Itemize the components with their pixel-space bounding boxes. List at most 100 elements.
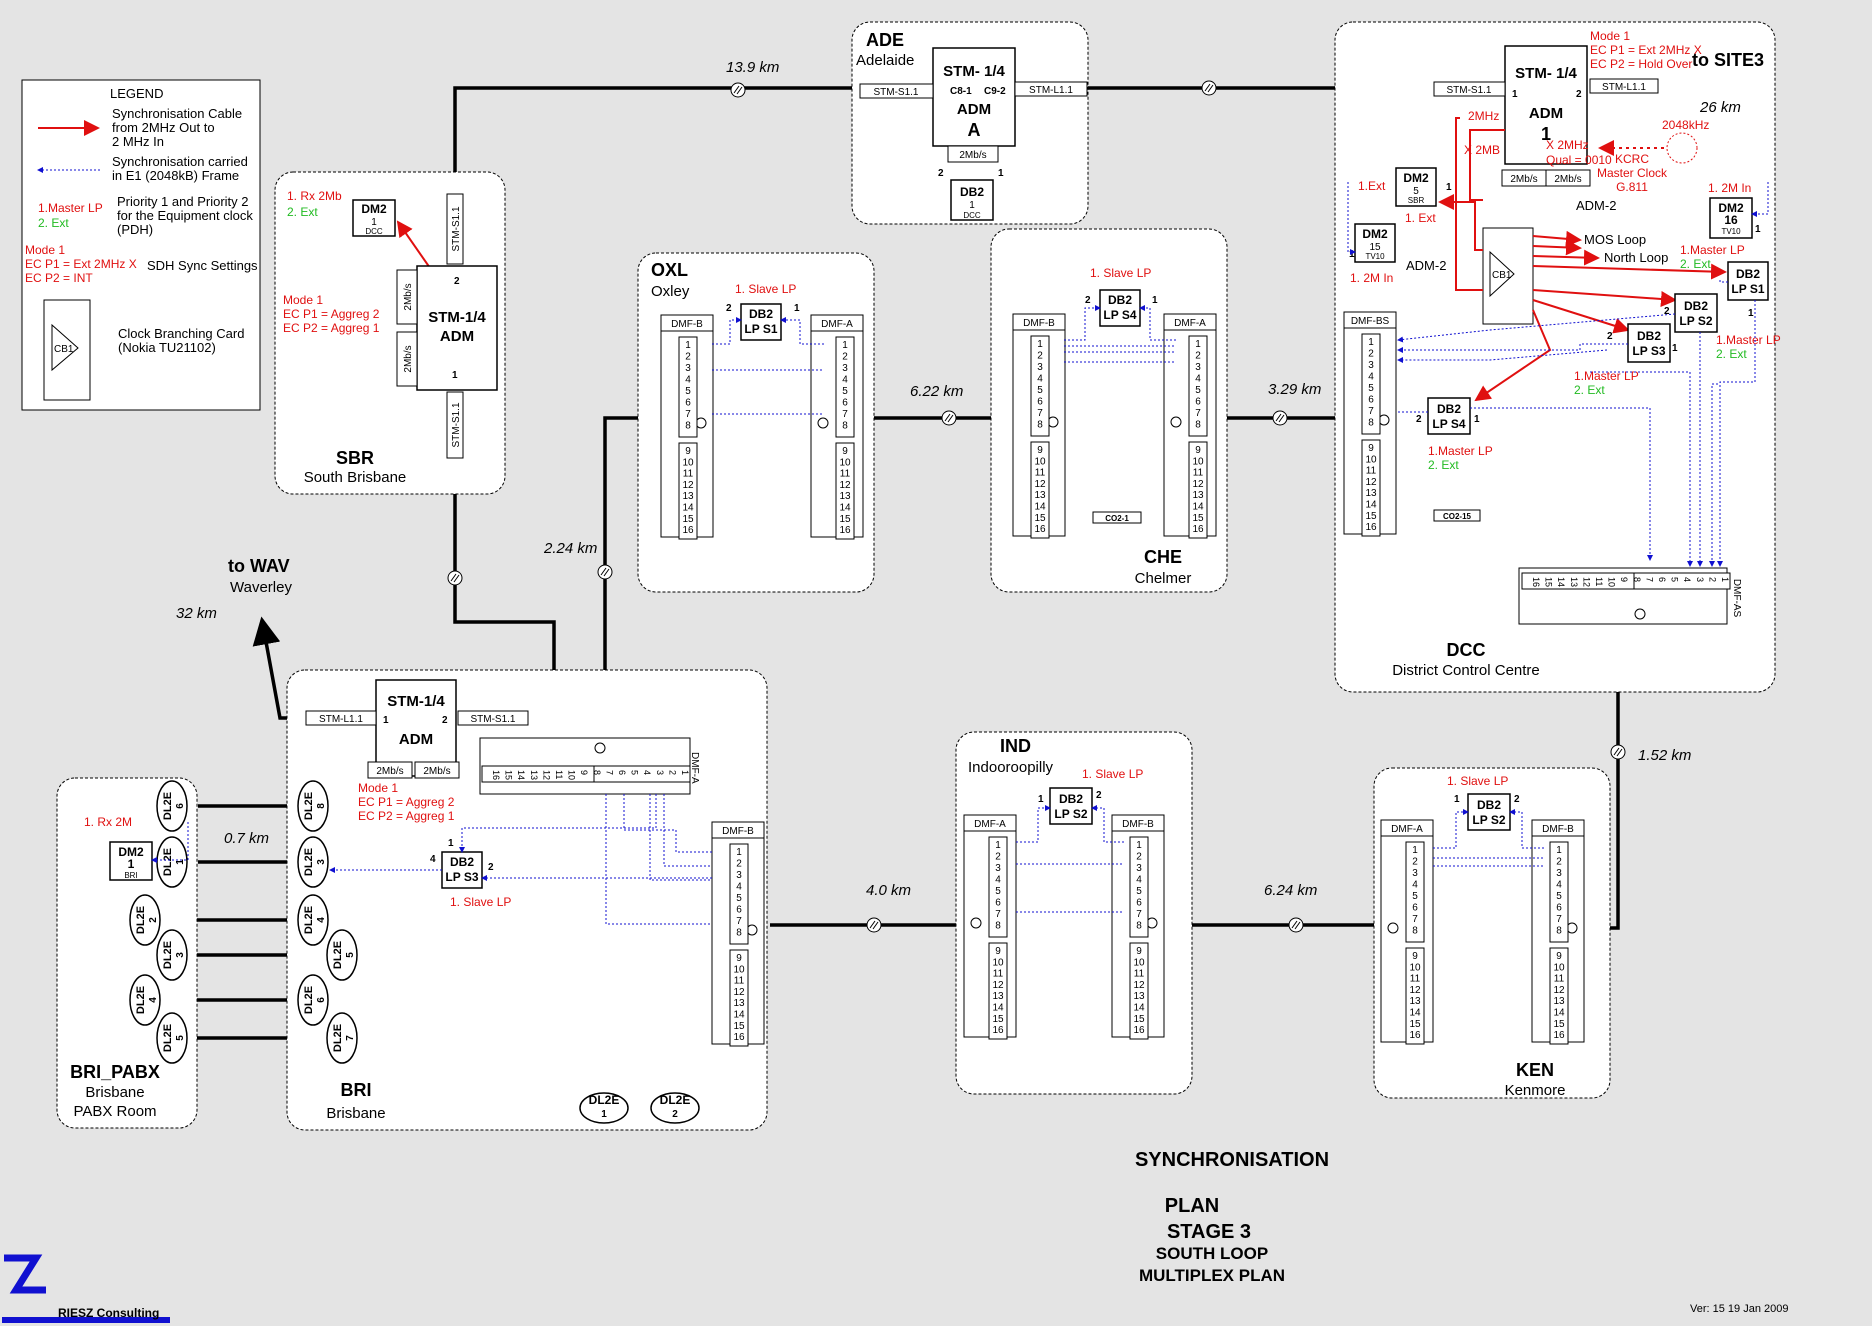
svg-text:2. Ext: 2. Ext: [1574, 383, 1605, 397]
svg-text:LP S2: LP S2: [1679, 314, 1712, 328]
svg-text:3: 3: [175, 952, 186, 958]
port-number: 8: [1195, 420, 1201, 431]
svg-text:LP S2: LP S2: [1054, 807, 1087, 821]
svg-text:DL2E: DL2E: [162, 792, 174, 820]
svg-text:STM- 1/4: STM- 1/4: [1515, 65, 1577, 82]
site-oxl: OXL Oxley 1. Slave LP DB2 LP S1 2 1 DMF-…: [637, 252, 875, 593]
svg-text:LP S4: LP S4: [1432, 417, 1465, 431]
port-number: 6: [1195, 397, 1201, 408]
port-number: 7: [995, 909, 1001, 920]
port-number: 6: [617, 770, 627, 775]
dmf-label: DMF-B: [1122, 819, 1154, 830]
site-code: BRI: [341, 1080, 372, 1100]
svg-text:SBR: SBR: [1408, 196, 1425, 205]
port-number: 2: [685, 352, 691, 363]
port-number: 13: [529, 770, 539, 780]
port-number: 11: [993, 969, 1004, 980]
port-number: 16: [1553, 1030, 1565, 1041]
svg-text:PABX Room: PABX Room: [73, 1103, 156, 1120]
svg-text:1: 1: [794, 303, 800, 314]
port-number: 3: [1037, 362, 1043, 373]
port-number: 11: [1594, 577, 1604, 586]
site-code: ADE: [866, 30, 904, 50]
svg-text:DB2: DB2: [450, 855, 474, 869]
link-distance-ind-ken: 6.24 km: [1264, 882, 1317, 899]
port-number: 9: [736, 953, 742, 964]
svg-text:DL2E: DL2E: [332, 941, 344, 969]
port-number: 7: [1412, 914, 1418, 925]
svg-text:16: 16: [1724, 213, 1738, 227]
port-number: 14: [1365, 500, 1377, 511]
port-number: 3: [1412, 868, 1418, 879]
site-bri: STM-1/4 ADM 1 2 STM-L1.1 STM-S1.1 2Mb/s …: [286, 669, 768, 1131]
port-number: 13: [1365, 488, 1377, 499]
svg-text:DB2: DB2: [1477, 798, 1501, 812]
port-number: 5: [1368, 383, 1374, 394]
port-number: 10: [1133, 957, 1145, 968]
connector-icon: [1387, 922, 1399, 934]
title-line: SYNCHRONISATION: [1135, 1149, 1329, 1171]
svg-text:1.Master LP: 1.Master LP: [1680, 243, 1745, 257]
port-number: 9: [1412, 951, 1418, 962]
site-ken: 1. Slave LP DB2 LP S2 1 2 DMF-A123456789…: [1373, 767, 1611, 1099]
svg-text:DB2: DB2: [1108, 293, 1132, 307]
svg-text:1.Master LP: 1.Master LP: [1428, 444, 1493, 458]
port-number: 6: [1037, 397, 1043, 408]
site-code: CHE: [1144, 547, 1182, 567]
site-sbr: 1. Rx 2Mb 2. Ext DM2 1 DCC STM-1/4 ADM 2…: [274, 171, 506, 495]
port-number: 2: [1136, 852, 1142, 863]
port-number: 2: [1368, 349, 1374, 360]
svg-text:2. Ext: 2. Ext: [287, 205, 318, 219]
svg-text:2Mb/s: 2Mb/s: [423, 766, 450, 777]
splice-icon: [1288, 917, 1304, 933]
link-distance-bri-ind: 4.0 km: [866, 882, 911, 899]
svg-text:4: 4: [430, 854, 436, 865]
port-number: 2: [1556, 857, 1562, 868]
svg-text:1.Master LP: 1.Master LP: [1574, 369, 1639, 383]
svg-text:1: 1: [1038, 794, 1044, 805]
svg-text:2. Ext: 2. Ext: [1716, 347, 1747, 361]
version-date: Ver: 15 19 Jan 2009: [1690, 1303, 1788, 1315]
link-labels: 13.9 km 6.22 km 3.29 km 2.24 km 1.52 km …: [176, 59, 1691, 933]
port-number: 10: [1034, 456, 1046, 467]
port-number: 3: [1556, 868, 1562, 879]
svg-text:Adelaide: Adelaide: [856, 52, 914, 69]
connector-icon: [1634, 608, 1646, 620]
port-number: 7: [1037, 408, 1043, 419]
svg-text:1: 1: [371, 217, 377, 228]
port-number: 2: [1037, 351, 1043, 362]
port-number: 8: [1632, 577, 1642, 582]
dmf-label: DMF-A: [821, 319, 853, 330]
svg-text:STM-L1.1: STM-L1.1: [1029, 85, 1073, 96]
svg-text:1: 1: [175, 859, 186, 865]
link-distance-dcc-ken: 1.52 km: [1638, 747, 1691, 764]
site-code: KEN: [1516, 1060, 1554, 1080]
splice-icon: [1272, 410, 1288, 426]
port-number: 4: [736, 882, 742, 893]
dmf-label: DMF-BS: [1351, 316, 1390, 327]
port-number: 7: [604, 770, 614, 775]
port-number: 14: [992, 1003, 1004, 1014]
port-number: 11: [683, 469, 694, 480]
svg-text:1: 1: [601, 1109, 607, 1120]
port-number: 15: [992, 1014, 1004, 1025]
dmf-label: DMF-B: [671, 319, 703, 330]
port-number: 5: [630, 770, 640, 775]
svg-text:TV10: TV10: [1721, 227, 1741, 236]
svg-text:2: 2: [1085, 295, 1091, 306]
port-number: 5: [1412, 891, 1418, 902]
site-ind: IND Indooroopilly 1. Slave LP DB2 LP S2 …: [955, 731, 1193, 1095]
svg-text:Waverley: Waverley: [230, 579, 292, 596]
svg-text:5: 5: [345, 952, 356, 958]
port-number: 14: [682, 503, 694, 514]
site-code: OXL: [651, 260, 688, 280]
title-line: PLAN: [1165, 1195, 1219, 1217]
svg-text:2: 2: [454, 276, 460, 287]
port-number: 11: [1410, 974, 1421, 985]
port-number: 8: [736, 928, 742, 939]
